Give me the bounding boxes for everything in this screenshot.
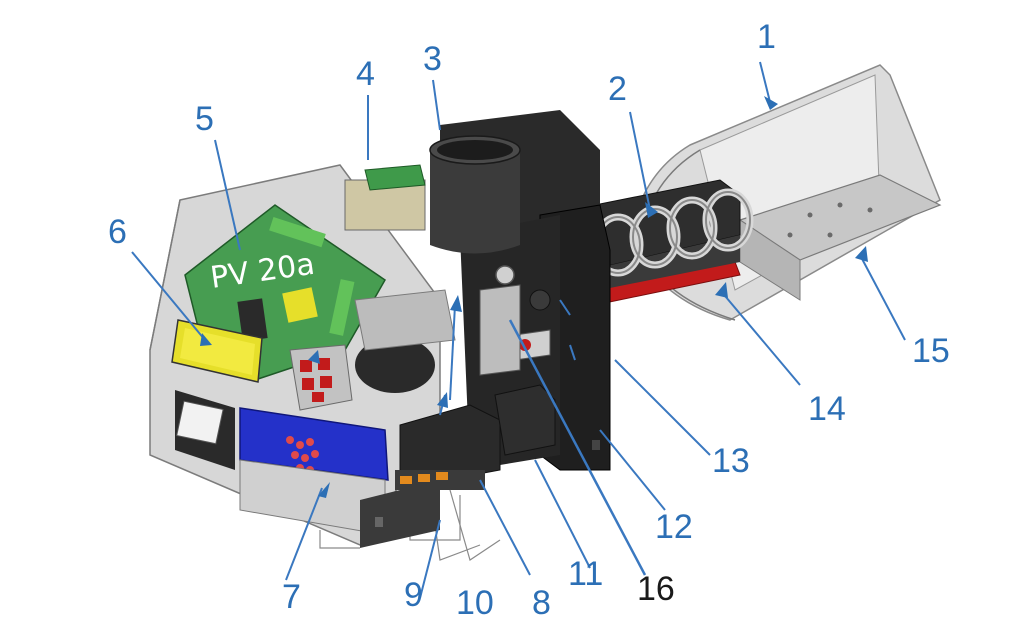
callout-2: 2 (608, 70, 627, 108)
callout-9: 9 (404, 576, 423, 614)
mount-bracket (360, 480, 440, 548)
relay-block (289, 344, 353, 411)
leader-6 (131, 251, 206, 341)
leader-11 (534, 459, 591, 569)
leader-3 (432, 79, 441, 131)
callout-16: 16 (637, 570, 675, 608)
leader-15 (859, 254, 906, 341)
leader-lines (131, 61, 906, 599)
leader-arrowheads (200, 96, 868, 498)
callout-7: 7 (282, 578, 301, 616)
callout-13: 13 (712, 442, 750, 480)
leader-5 (214, 139, 241, 251)
callout-3: 3 (423, 40, 442, 78)
leader-inner (449, 304, 456, 401)
leader-12 (599, 429, 666, 511)
feed-pipe-3 (429, 135, 521, 254)
callout-8: 8 (532, 584, 551, 618)
leader-2 (629, 111, 651, 211)
leader-14 (719, 289, 801, 386)
callout-14: 14 (808, 390, 846, 428)
callout-12: 12 (655, 508, 693, 546)
fan-7 (175, 390, 389, 536)
callout-11: 11 (568, 555, 603, 593)
callout-10: 10 (456, 584, 494, 618)
fan-housing (354, 289, 456, 393)
leader-1 (759, 61, 771, 103)
leader-16 (508, 319, 647, 576)
fitting-13 (479, 265, 551, 376)
callout-6: 6 (108, 213, 127, 251)
pellet-grate-15 (738, 174, 942, 301)
leader-7 (285, 487, 323, 581)
transformer-4 (344, 164, 426, 231)
callout-labels: 1 2 3 4 5 6 7 8 9 10 11 12 13 14 15 16 (108, 18, 950, 618)
display-6 (171, 319, 263, 383)
leader-8 (479, 479, 531, 576)
connector-11 (494, 384, 556, 456)
leader-13 (614, 359, 711, 456)
callout-4: 4 (356, 55, 375, 93)
callout-1: 1 (757, 18, 776, 56)
leader-9 (419, 519, 441, 599)
callout-15: 15 (912, 332, 950, 370)
callout-5: 5 (195, 100, 214, 138)
